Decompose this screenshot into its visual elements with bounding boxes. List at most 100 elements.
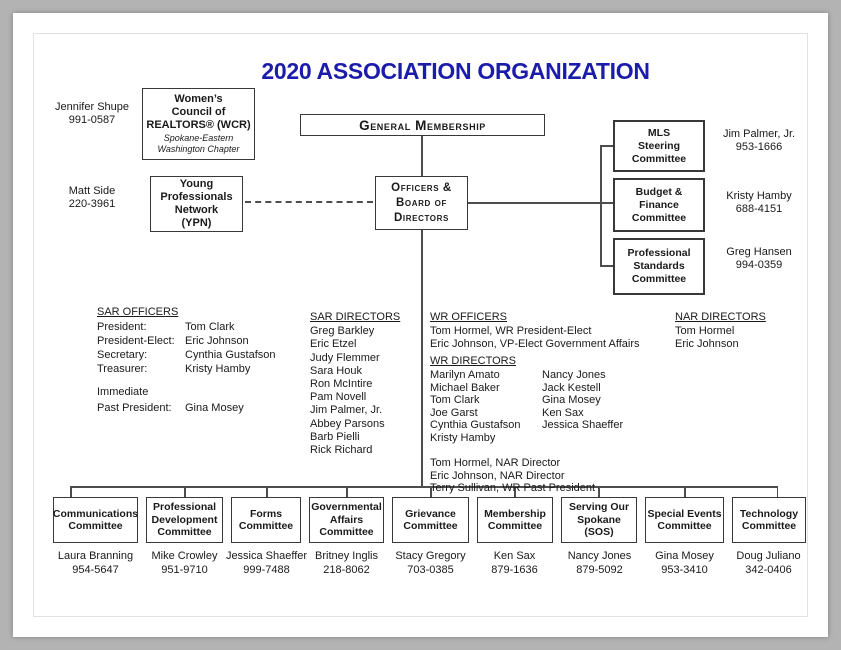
- sar-officers-list: SAR OFFICERS President: Tom Clark Presid…: [97, 306, 297, 415]
- committee-title: Grievance Committee: [403, 507, 458, 533]
- sar-directors-list: SAR DIRECTORS Greg Barkley Eric Etzel Ju…: [310, 311, 420, 457]
- nar-directors-heading: NAR DIRECTORS: [675, 311, 766, 323]
- wr-directors-list: WR DIRECTORS Marilyn Amato Michael Baker…: [430, 355, 660, 495]
- ypn-box: Young Professionals Network (YPN): [150, 176, 243, 232]
- officer-role: Past President:: [97, 402, 172, 415]
- contact-phone: 342-0406: [745, 563, 792, 576]
- officer-name: Cynthia Gustafson: [185, 349, 276, 362]
- officer-role: President-Elect:: [97, 335, 175, 348]
- committee-box-technology: Technology Committee: [732, 497, 806, 543]
- contact-name: Jim Palmer, Jr.: [722, 128, 796, 140]
- committee-box-forms: Forms Committee: [231, 497, 301, 543]
- sar-directors-heading: SAR DIRECTORS: [310, 311, 401, 323]
- contact-phone: 220-3961: [68, 198, 116, 210]
- connector-right-bracket: [600, 145, 602, 267]
- contact-name: Ken Sax: [493, 550, 536, 562]
- nar-directors-names: Tom Hormel Eric Johnson: [675, 325, 739, 351]
- officer-role: Secretary:: [97, 349, 148, 362]
- committee-title: Special Events Committee: [647, 507, 722, 533]
- budget-finance-label: Budget & Finance Committee: [631, 185, 687, 224]
- wr-directors-extra: Tom Hormel, NAR Director Eric Johnson, N…: [430, 457, 596, 494]
- contact-phone: 953-1666: [735, 141, 783, 153]
- general-membership-label: General Membership: [359, 117, 486, 133]
- general-membership-box: General Membership: [300, 114, 545, 136]
- wr-directors-col2: Nancy Jones Jack Kestell Gina Mosey Ken …: [542, 369, 624, 431]
- officer-name: Kristy Hamby: [185, 363, 251, 376]
- budget-finance-box: Budget & Finance Committee: [613, 178, 705, 232]
- contact-name: Nancy Jones: [567, 550, 632, 562]
- contact-name: Greg Hansen: [726, 246, 792, 258]
- wcr-contact: Jennifer Shupe 991-0587: [40, 101, 144, 127]
- page-title: 2020 ASSOCIATION ORGANIZATION: [261, 58, 650, 84]
- wr-officers-lines: Tom Hormel, WR President-Elect Eric John…: [430, 325, 640, 351]
- connector-stub-professional-standards: [600, 265, 613, 267]
- wr-officers-list: WR OFFICERS Tom Hormel, WR President-Ele…: [430, 311, 660, 352]
- committee-box-sos: Serving Our Spokane (SOS): [561, 497, 637, 543]
- contact-name: Kristy Hamby: [726, 190, 792, 202]
- contact-phone: 688-4151: [735, 203, 783, 215]
- committee-title: Forms Committee: [238, 507, 294, 533]
- ypn-contact: Matt Side 220-3961: [40, 185, 144, 211]
- officer-name: Tom Clark: [185, 321, 235, 334]
- contact-phone: 991-0587: [68, 114, 116, 126]
- wr-directors-heading: WR DIRECTORS: [430, 355, 516, 367]
- committee-box-membership: Membership Committee: [477, 497, 553, 543]
- officer-role: President:: [97, 321, 147, 334]
- committee-title: Professional Development Committee: [151, 501, 218, 539]
- contact-name: Matt Side: [68, 185, 116, 197]
- nar-directors-list: NAR DIRECTORS Tom Hormel Eric Johnson: [675, 311, 795, 352]
- contact-name: Gina Mosey: [655, 550, 714, 562]
- connector-drop-technology: [776, 486, 778, 498]
- mls-contact: Jim Palmer, Jr. 953-1666: [708, 128, 810, 154]
- connector-drop-communications: [70, 486, 72, 498]
- connector-officers-to-committees: [421, 230, 423, 487]
- contact-name: Mike Crowley: [151, 550, 218, 562]
- wr-officers-heading: WR OFFICERS: [430, 311, 507, 323]
- connector-stub-mls: [600, 145, 613, 147]
- contact-phone: 953-3410: [661, 563, 708, 576]
- officers-board-box: Officers & Board of Directors: [375, 176, 468, 230]
- sar-directors-names: Greg Barkley Eric Etzel Judy Flemmer Sar…: [310, 325, 385, 457]
- professional-standards-label: Professional Standards Committee: [627, 247, 691, 285]
- officer-name: Eric Johnson: [185, 335, 249, 348]
- committee-box-governmental-affairs: Governmental Affairs Committee: [309, 497, 384, 543]
- connector-drop-special-events: [684, 486, 686, 498]
- committee-title: Membership Committee: [484, 507, 546, 533]
- contact-phone: 703-0385: [407, 563, 454, 576]
- connector-drop-membership: [514, 486, 516, 498]
- officer-role: Treasurer:: [97, 363, 148, 376]
- contact-name: Britney Inglis: [315, 550, 378, 562]
- wr-directors-col1: Marilyn Amato Michael Baker Tom Clark Jo…: [430, 369, 521, 444]
- officer-role: Immediate: [97, 386, 149, 399]
- connector-drop-professional-development: [184, 486, 186, 498]
- mls-steering-box: MLS Steering Committee: [613, 120, 705, 172]
- contact-name: Doug Juliano: [736, 550, 801, 562]
- contact-phone: 954-5647: [72, 563, 119, 576]
- contact-name: Stacy Gregory: [395, 550, 466, 562]
- committee-box-communications: Communications Committee: [53, 497, 138, 543]
- committee-title: Serving Our Spokane (SOS): [568, 501, 630, 539]
- committee-box-professional-development: Professional Development Committee: [146, 497, 223, 543]
- professional-standards-contact: Greg Hansen 994-0359: [708, 246, 810, 272]
- contact-phone: 879-5092: [576, 563, 623, 576]
- connector-drop-forms: [266, 486, 268, 498]
- wcr-box: Women’s Council of REALTORS® (WCR) Spoka…: [142, 88, 255, 160]
- officers-board-label: Officers & Board of Directors: [391, 181, 452, 224]
- contact-phone: 999-7488: [243, 563, 290, 576]
- contact-name: Laura Branning: [57, 550, 134, 562]
- ypn-box-title: Young Professionals Network (YPN): [160, 178, 233, 229]
- committee-box-grievance: Grievance Committee: [392, 497, 469, 543]
- committee-box-special-events: Special Events Committee: [645, 497, 724, 543]
- professional-standards-box: Professional Standards Committee: [613, 238, 705, 295]
- wcr-box-subtitle: Spokane-Eastern Washington Chapter: [157, 133, 240, 154]
